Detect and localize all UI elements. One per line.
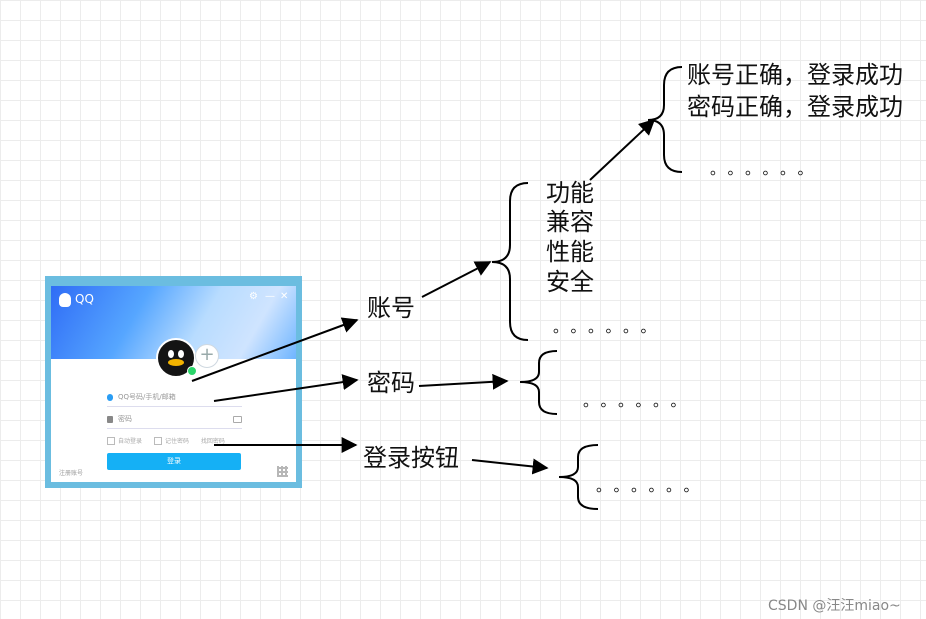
ellipsis-account: 。。。。。。 (553, 318, 666, 336)
close-icon[interactable]: ✕ (280, 291, 289, 302)
branch-security: 安全 (546, 268, 594, 296)
login-options: 自动登录 记住密码 找回密码 (107, 436, 235, 445)
arrow-function-to-brace (589, 118, 656, 181)
ellipsis-password: 。。。。。。 (583, 392, 696, 410)
arrow-account-to-brace (421, 261, 492, 298)
qq-penguin-icon (107, 393, 113, 401)
arrow-to-account (191, 317, 359, 382)
node-password: 密码 (367, 369, 415, 397)
online-status-icon (187, 366, 197, 376)
branch-performance: 性能 (546, 238, 594, 266)
avatar (156, 338, 197, 378)
arrow-to-password (213, 374, 359, 402)
brace-account (491, 182, 529, 341)
remember-password-checkbox[interactable] (153, 436, 162, 445)
auto-login-checkbox[interactable] (107, 436, 115, 445)
brace-login-button (558, 444, 599, 510)
branch-compatibility: 兼容 (546, 208, 594, 236)
lock-icon (107, 415, 113, 423)
retrieve-password-link[interactable]: 找回密码 (200, 438, 225, 445)
ellipsis-function: 。。。。。。 (710, 160, 823, 178)
arrow-password-to-brace (418, 373, 509, 390)
login-button[interactable]: 登录 (107, 453, 241, 470)
case-password-correct: 密码正确，登录成功 (687, 93, 903, 121)
qq-login-window: QQ ⚙ — ✕ + QQ号码/手机/邮箱 密码 自动登录 记住密码 找回密码 … (51, 286, 296, 482)
add-account-button[interactable]: + (195, 344, 219, 368)
node-login-button: 登录按钮 (363, 444, 459, 472)
ellipsis-login-button: 。。。。。。 (596, 477, 709, 495)
gear-icon[interactable]: ⚙ (249, 291, 258, 302)
keyboard-icon[interactable] (233, 416, 242, 423)
arrow-login-to-brace (471, 458, 549, 475)
minimize-icon[interactable]: — (265, 291, 275, 302)
qr-code-icon[interactable] (277, 466, 288, 477)
qq-window-title: QQ (75, 292, 94, 306)
account-input[interactable]: QQ号码/手机/邮箱 (107, 392, 242, 407)
branch-function: 功能 (546, 179, 594, 207)
register-account-link[interactable]: 注册账号 (59, 470, 84, 477)
case-account-correct: 账号正确，登录成功 (687, 61, 903, 89)
node-account: 账号 (367, 294, 415, 322)
password-input[interactable]: 密码 (107, 414, 242, 429)
qq-login-window-frame: QQ ⚙ — ✕ + QQ号码/手机/邮箱 密码 自动登录 记住密码 找回密码 … (45, 276, 302, 488)
brace-password (519, 350, 558, 415)
brace-function (647, 66, 683, 173)
watermark: CSDN @汪汪miao~ (768, 598, 901, 614)
qq-logo-icon (59, 293, 71, 307)
